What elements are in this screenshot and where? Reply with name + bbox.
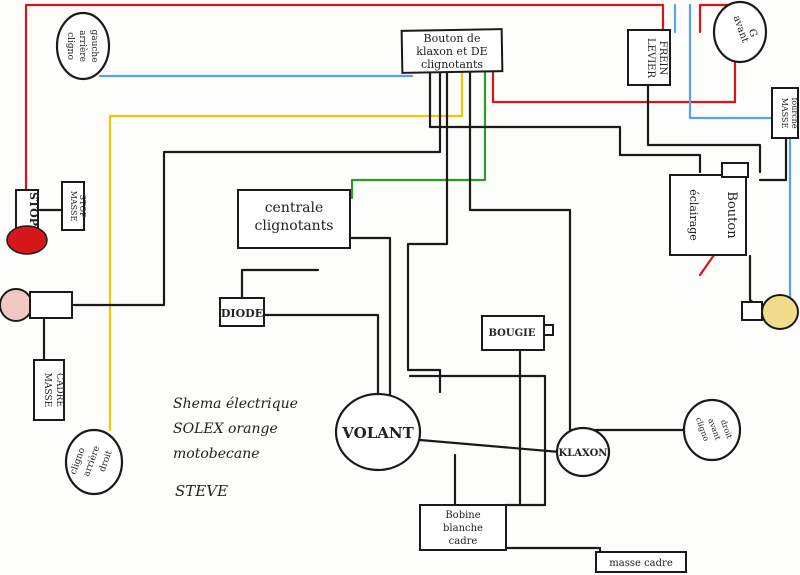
commodo-label-2: klaxon et DE: [416, 45, 487, 58]
red-wire-feed: [483, 3, 737, 104]
masse-stop-box: MASSE STOP: [61, 181, 87, 231]
diagram-notes: Shema électrique SOLEX orange motobecane…: [173, 396, 298, 500]
levier-frein-label-2: FREIN: [657, 41, 668, 76]
masse-fourche-box: MASSE fourche: [771, 87, 799, 139]
commodo-label-1: Bouton de: [424, 32, 481, 45]
cligno-arriere-gauche: cligno arrière gauche: [55, 11, 111, 81]
green-wire-centrale: [350, 70, 487, 200]
note-line-4: STEVE: [175, 482, 228, 500]
bobine-label-2: blanche: [443, 523, 483, 534]
red-wire-stop: [24, 3, 665, 192]
black-wire-commodo-eclairage: [428, 70, 702, 174]
black-wire-centrale-right: [468, 70, 710, 432]
front-lamp: [741, 294, 799, 330]
masse-fourche-label-2: fourche: [790, 97, 799, 128]
bouton-eclairage-label-2: éclairage: [687, 189, 700, 241]
bougie-box: BOUGIE: [481, 315, 554, 351]
bougie-label: BOUGIE: [489, 328, 536, 339]
cligno-avant-droit: cligno avant droit: [682, 398, 742, 462]
note-line-1: Shema électrique: [173, 396, 298, 412]
black-wire-volant-right: [408, 374, 547, 507]
black-wire-eclairage-front: [748, 254, 762, 310]
black-wire-centrale-volant: [346, 236, 392, 412]
cligno-avant-gauche: avant G: [712, 0, 768, 64]
masse-cadre-gauche-label-1: MASSE: [42, 373, 52, 407]
masse-fourche-label-1: MASSE: [780, 98, 789, 129]
black-wire-volant-klaxon: [418, 438, 562, 454]
note-line-3: motobecane: [173, 446, 260, 462]
stop-lamp: STOP: [6, 189, 48, 255]
centrale-label-2: clignotants: [254, 218, 333, 234]
front-lamp-bulb: [761, 294, 799, 330]
diode-label: DIODE: [221, 307, 263, 320]
black-wire-rear-lamp: [72, 70, 442, 307]
diode-box: DIODE: [219, 297, 265, 327]
stop-label: STOP: [27, 192, 40, 226]
volant-circle: VOLANT: [334, 392, 422, 472]
centrale-clignotants-box: centrale clignotants: [237, 189, 351, 249]
masse-cadre-gauche-label-2: CADRE: [54, 373, 64, 407]
black-wire-masse-fourche: [758, 136, 788, 182]
black-wire-frein: [646, 78, 762, 174]
black-wire-commodo-volant: [406, 70, 449, 394]
masse-cadre-gauche-box: MASSE CADRE: [33, 359, 65, 421]
centrale-label-1: centrale: [265, 200, 324, 216]
rear-lamp-bulb: [0, 288, 33, 322]
bobine-label-1: Bobine: [445, 510, 480, 521]
volant-label: VOLANT: [341, 424, 414, 442]
klaxon-label: KLAXON: [559, 448, 608, 459]
red-wire-eclairage-pencil: [698, 253, 716, 277]
bouton-eclairage-box: Bouton éclairage: [669, 162, 749, 256]
wires: [24, 3, 792, 557]
commodo-box: Bouton de klaxon et DE clignotants: [400, 28, 504, 74]
levier-frein-label-1: LEVIER: [645, 38, 656, 78]
masse-stop-label-2: STOP: [78, 195, 87, 218]
note-line-2: SOLEX orange: [173, 421, 278, 437]
klaxon-circle: KLAXON: [555, 426, 611, 478]
cligno-arriere-gauche-label-1: cligno: [65, 32, 75, 60]
bobine-box: Bobine blanche cadre: [419, 504, 507, 551]
stop-lamp-bulb: [6, 225, 48, 255]
masse-cadre-bas-label: masse cadre: [609, 558, 673, 569]
rear-lamp: [0, 288, 73, 322]
cligno-arriere-gauche-label-2: arrière: [77, 30, 88, 62]
commodo-label-3: clignotants: [421, 58, 483, 71]
masse-stop-label-1: MASSE: [69, 191, 78, 222]
cligno-arriere-droit: cligno arrière droit: [64, 428, 124, 496]
black-wire-diode-top: [240, 268, 320, 300]
bobine-label-3: cadre: [449, 536, 478, 547]
cligno-arriere-gauche-label-3: gauche: [89, 29, 99, 62]
black-wire-diode: [262, 313, 380, 407]
bouton-eclairage-label-1: Bouton: [724, 191, 739, 239]
cligno-avant-gauche-label-2: G: [746, 28, 759, 39]
levier-frein-box: LEVIER FREIN: [627, 29, 671, 86]
yellow-wire-rear-right: [108, 70, 464, 432]
masse-cadre-bas-box: masse cadre: [595, 551, 687, 573]
